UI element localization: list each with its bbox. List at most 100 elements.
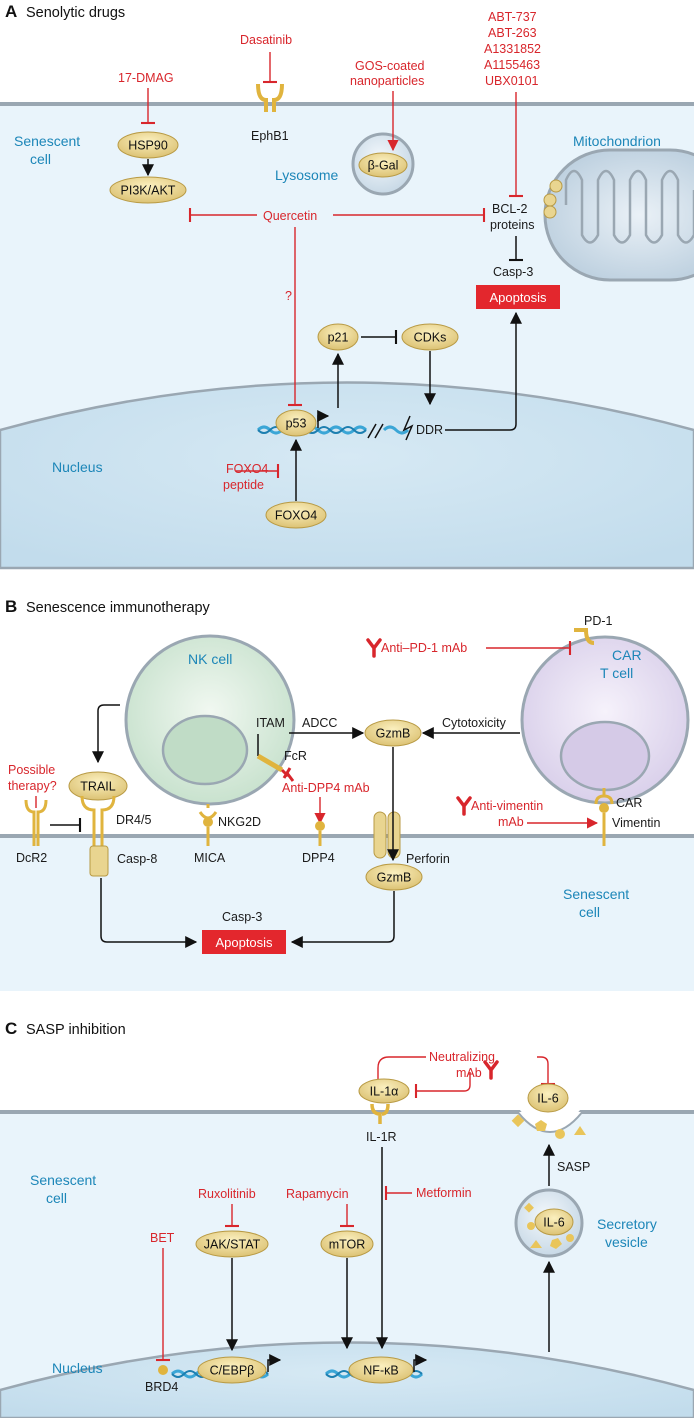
apoptosis-label: Apoptosis (489, 290, 547, 305)
gzmb-node: GzmB (365, 863, 423, 891)
panel-a: A Senolytic drugs Senescent cell Nucleus… (0, 2, 694, 570)
mtor-label: mTOR (329, 1238, 366, 1252)
ruxolitinib-label: Ruxolitinib (198, 1187, 256, 1201)
panel-b: B Senescence immunotherapy NK cell CAR T… (0, 597, 694, 991)
panel-c: C SASP inhibition Neutralizing mAb IL-1α… (0, 1019, 694, 1418)
gzmb-label: GzmB (376, 727, 411, 741)
fcr-label: FcR (284, 749, 307, 763)
senescent-label-2: cell (30, 151, 51, 167)
senescent-label-2: cell (46, 1190, 67, 1206)
car-label: CAR (612, 647, 642, 663)
antibody-icon (366, 638, 382, 658)
nk-cell-label: NK cell (188, 651, 232, 667)
p21-label: p21 (328, 331, 349, 345)
dcr2-receptor (24, 799, 48, 846)
il1r-receptor (370, 1103, 382, 1124)
casp8-to-apoptosis-arrow (100, 878, 198, 948)
abt263-label: ABT-263 (488, 26, 537, 40)
senescent-label: Senescent (30, 1172, 96, 1188)
brd4-label: BRD4 (145, 1380, 178, 1394)
dna-lightning (402, 415, 414, 441)
car-label-2: T cell (600, 665, 633, 681)
neutralizing-inhibits-il6 (537, 1056, 555, 1086)
pi3k-akt-label: PI3K/AKT (121, 184, 176, 198)
foxo4-peptide-label-2: peptide (223, 478, 264, 492)
cebpb-label: C/EBPβ (210, 1364, 255, 1378)
ddr-label: DDR (416, 423, 443, 437)
mica-label: MICA (194, 851, 226, 865)
antibody-icon (456, 796, 472, 816)
il6-label: IL-6 (543, 1216, 565, 1230)
panel-letter: C (5, 1019, 17, 1038)
panel-letter: A (5, 2, 17, 21)
dna-strand-3 (382, 425, 410, 435)
fcr-receptor (256, 753, 284, 773)
mitochondrion-label: Mitochondrion (573, 133, 661, 149)
dr45-label: DR4/5 (116, 813, 151, 827)
bgal-label: β-Gal (368, 159, 399, 173)
neutralizing-inhibits-il1a-2 (414, 1072, 471, 1098)
anti-vimentin-label: Anti-vimentin (471, 799, 543, 813)
sasp-label: SASP (557, 1160, 590, 1174)
abt737-label: ABT-737 (488, 10, 537, 24)
bet-label: BET (150, 1231, 175, 1245)
bcl2-label: BCL-2 (492, 202, 527, 216)
foxo4-peptide-label: FOXO4 (226, 462, 268, 476)
casp8-node (89, 845, 109, 877)
quercetin-label: Quercetin (263, 209, 317, 223)
a1155463-label: A1155463 (484, 58, 540, 72)
brd4-node (158, 1365, 168, 1375)
ephb1-label: EphB1 (251, 129, 289, 143)
il6-node: IL-6 (527, 1083, 569, 1113)
p21-node: p21 (317, 323, 359, 351)
mica-ligand (203, 817, 213, 827)
car-t-cell-nucleus (559, 720, 651, 792)
metformin-label: Metformin (416, 1186, 472, 1200)
a1331852-label: A1331852 (484, 42, 541, 56)
mitochondrion (543, 148, 694, 282)
dasatinib-label: Dasatinib (240, 33, 292, 47)
itam-label: ITAM (256, 716, 285, 730)
panel-title: Senolytic drugs (26, 5, 125, 21)
cytotoxicity-label: Cytotoxicity (442, 716, 507, 730)
p53-node: p53 (275, 409, 317, 437)
il1r-receptor-2 (381, 1103, 390, 1116)
nfkb-node: NF-κB (348, 1356, 414, 1384)
dmag-label: 17-DMAG (118, 71, 174, 85)
dna-strand-2 (257, 426, 367, 434)
bgal-node: β-Gal (358, 152, 408, 178)
vimentin-label: Vimentin (612, 816, 660, 830)
lysosome-label: Lysosome (275, 167, 339, 183)
neutralizing-label: Neutralizing (429, 1050, 495, 1064)
apoptosis-label: Apoptosis (215, 935, 273, 950)
transcription-start-arrow (267, 1354, 282, 1372)
gzmb-node: GzmB (364, 719, 422, 747)
adcc-label: ADCC (302, 716, 337, 730)
secretory-vesicle-label: Secretory (597, 1216, 657, 1232)
anti-dpp4-label: Anti-DPP4 mAb (282, 781, 370, 795)
cdks-label: CDKs (414, 331, 447, 345)
nk-cell-nucleus (161, 714, 249, 786)
pi3k-akt-node: PI3K/AKT (109, 176, 187, 204)
mtor-node: mTOR (320, 1230, 374, 1258)
nucleus-label: Nucleus (52, 459, 103, 475)
il6-label: IL-6 (537, 1092, 559, 1106)
foxo4-node: FOXO4 (265, 501, 327, 529)
casp8-label: Casp-8 (117, 852, 157, 866)
hsp90-label: HSP90 (128, 139, 168, 153)
nucleus-label: Nucleus (52, 1360, 103, 1376)
dna-break-2 (374, 423, 384, 439)
il1a-node: IL-1α (358, 1078, 410, 1104)
trail-label: TRAIL (80, 780, 115, 794)
il1a-label: IL-1α (370, 1085, 399, 1099)
anti-pd1-label: Anti–PD-1 mAb (381, 641, 467, 655)
il6-node: IL-6 (534, 1208, 574, 1236)
nk-to-trail-arrow (92, 704, 120, 764)
ubx0101-label: UBX0101 (485, 74, 539, 88)
pd1-label: PD-1 (584, 614, 613, 628)
car-receptor-label: CAR (616, 796, 642, 810)
nucleus (0, 381, 694, 570)
senescent-label-2: cell (579, 904, 600, 920)
possible-therapy-label-2: therapy? (8, 779, 57, 793)
dcr2-label: DcR2 (16, 851, 47, 865)
